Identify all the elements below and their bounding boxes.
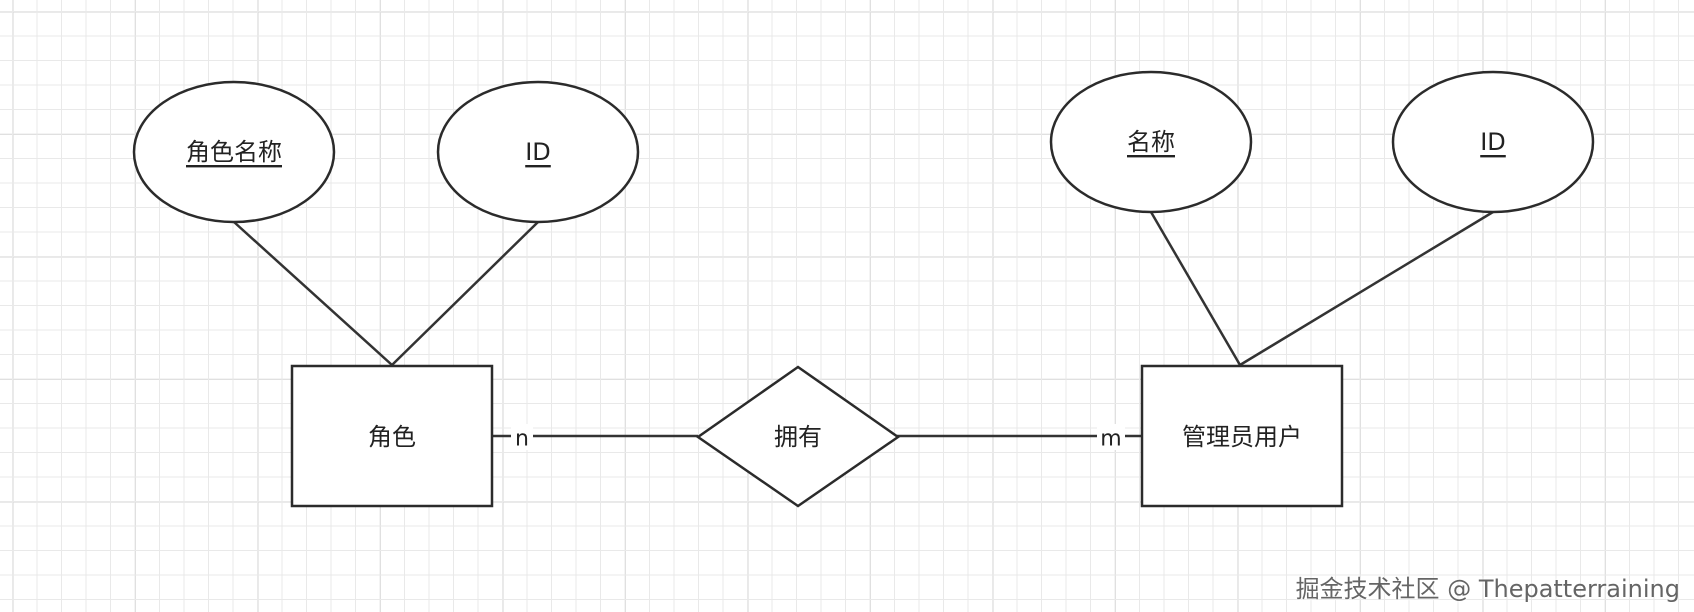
attribute-admin-id[interactable]: ID xyxy=(1391,70,1595,214)
connector-role-name-to-role xyxy=(233,221,393,366)
entity-admin-user[interactable]: 管理员用户 xyxy=(1140,364,1344,508)
cardinality-role-label: n xyxy=(515,427,529,452)
relationship-owns[interactable]: 拥有 xyxy=(695,365,901,508)
attribute-role-name[interactable]: 角色名称 xyxy=(132,80,336,224)
cardinality-role-side: n xyxy=(511,424,533,452)
attribute-role-name-label: 角色名称 xyxy=(186,138,282,166)
attribute-ellipse xyxy=(132,80,336,224)
cardinality-background xyxy=(1097,424,1125,450)
connector-admin-id-to-admin xyxy=(1239,210,1494,367)
attribute-role-id-label: ID xyxy=(525,138,551,166)
connector-admin-name-to-admin xyxy=(1149,211,1242,366)
cardinality-background xyxy=(511,424,533,450)
entity-role[interactable]: 角色 xyxy=(290,364,494,508)
cardinality-admin-label: m xyxy=(1100,427,1121,452)
entity-rect xyxy=(1140,364,1344,508)
connector-role-id-to-role xyxy=(391,221,539,366)
attribute-ellipse xyxy=(436,80,640,224)
entity-role-label: 角色 xyxy=(368,423,416,451)
attribute-admin-name-label: 名称 xyxy=(1127,128,1175,156)
cardinality-admin-side: m xyxy=(1097,424,1125,452)
relationship-owns-label: 拥有 xyxy=(774,423,822,451)
attribute-admin-name[interactable]: 名称 xyxy=(1049,70,1253,214)
entity-rect xyxy=(290,364,494,508)
attribute-admin-id-label: ID xyxy=(1480,128,1506,156)
entity-admin-user-label: 管理员用户 xyxy=(1182,423,1302,451)
attribute-ellipse xyxy=(1391,70,1595,214)
attribute-ellipse xyxy=(1049,70,1253,214)
relationship-diamond xyxy=(695,365,901,508)
attribute-role-id[interactable]: ID xyxy=(436,80,640,224)
watermark: 掘金技术社区 @ Thepatterraining xyxy=(1295,575,1680,603)
